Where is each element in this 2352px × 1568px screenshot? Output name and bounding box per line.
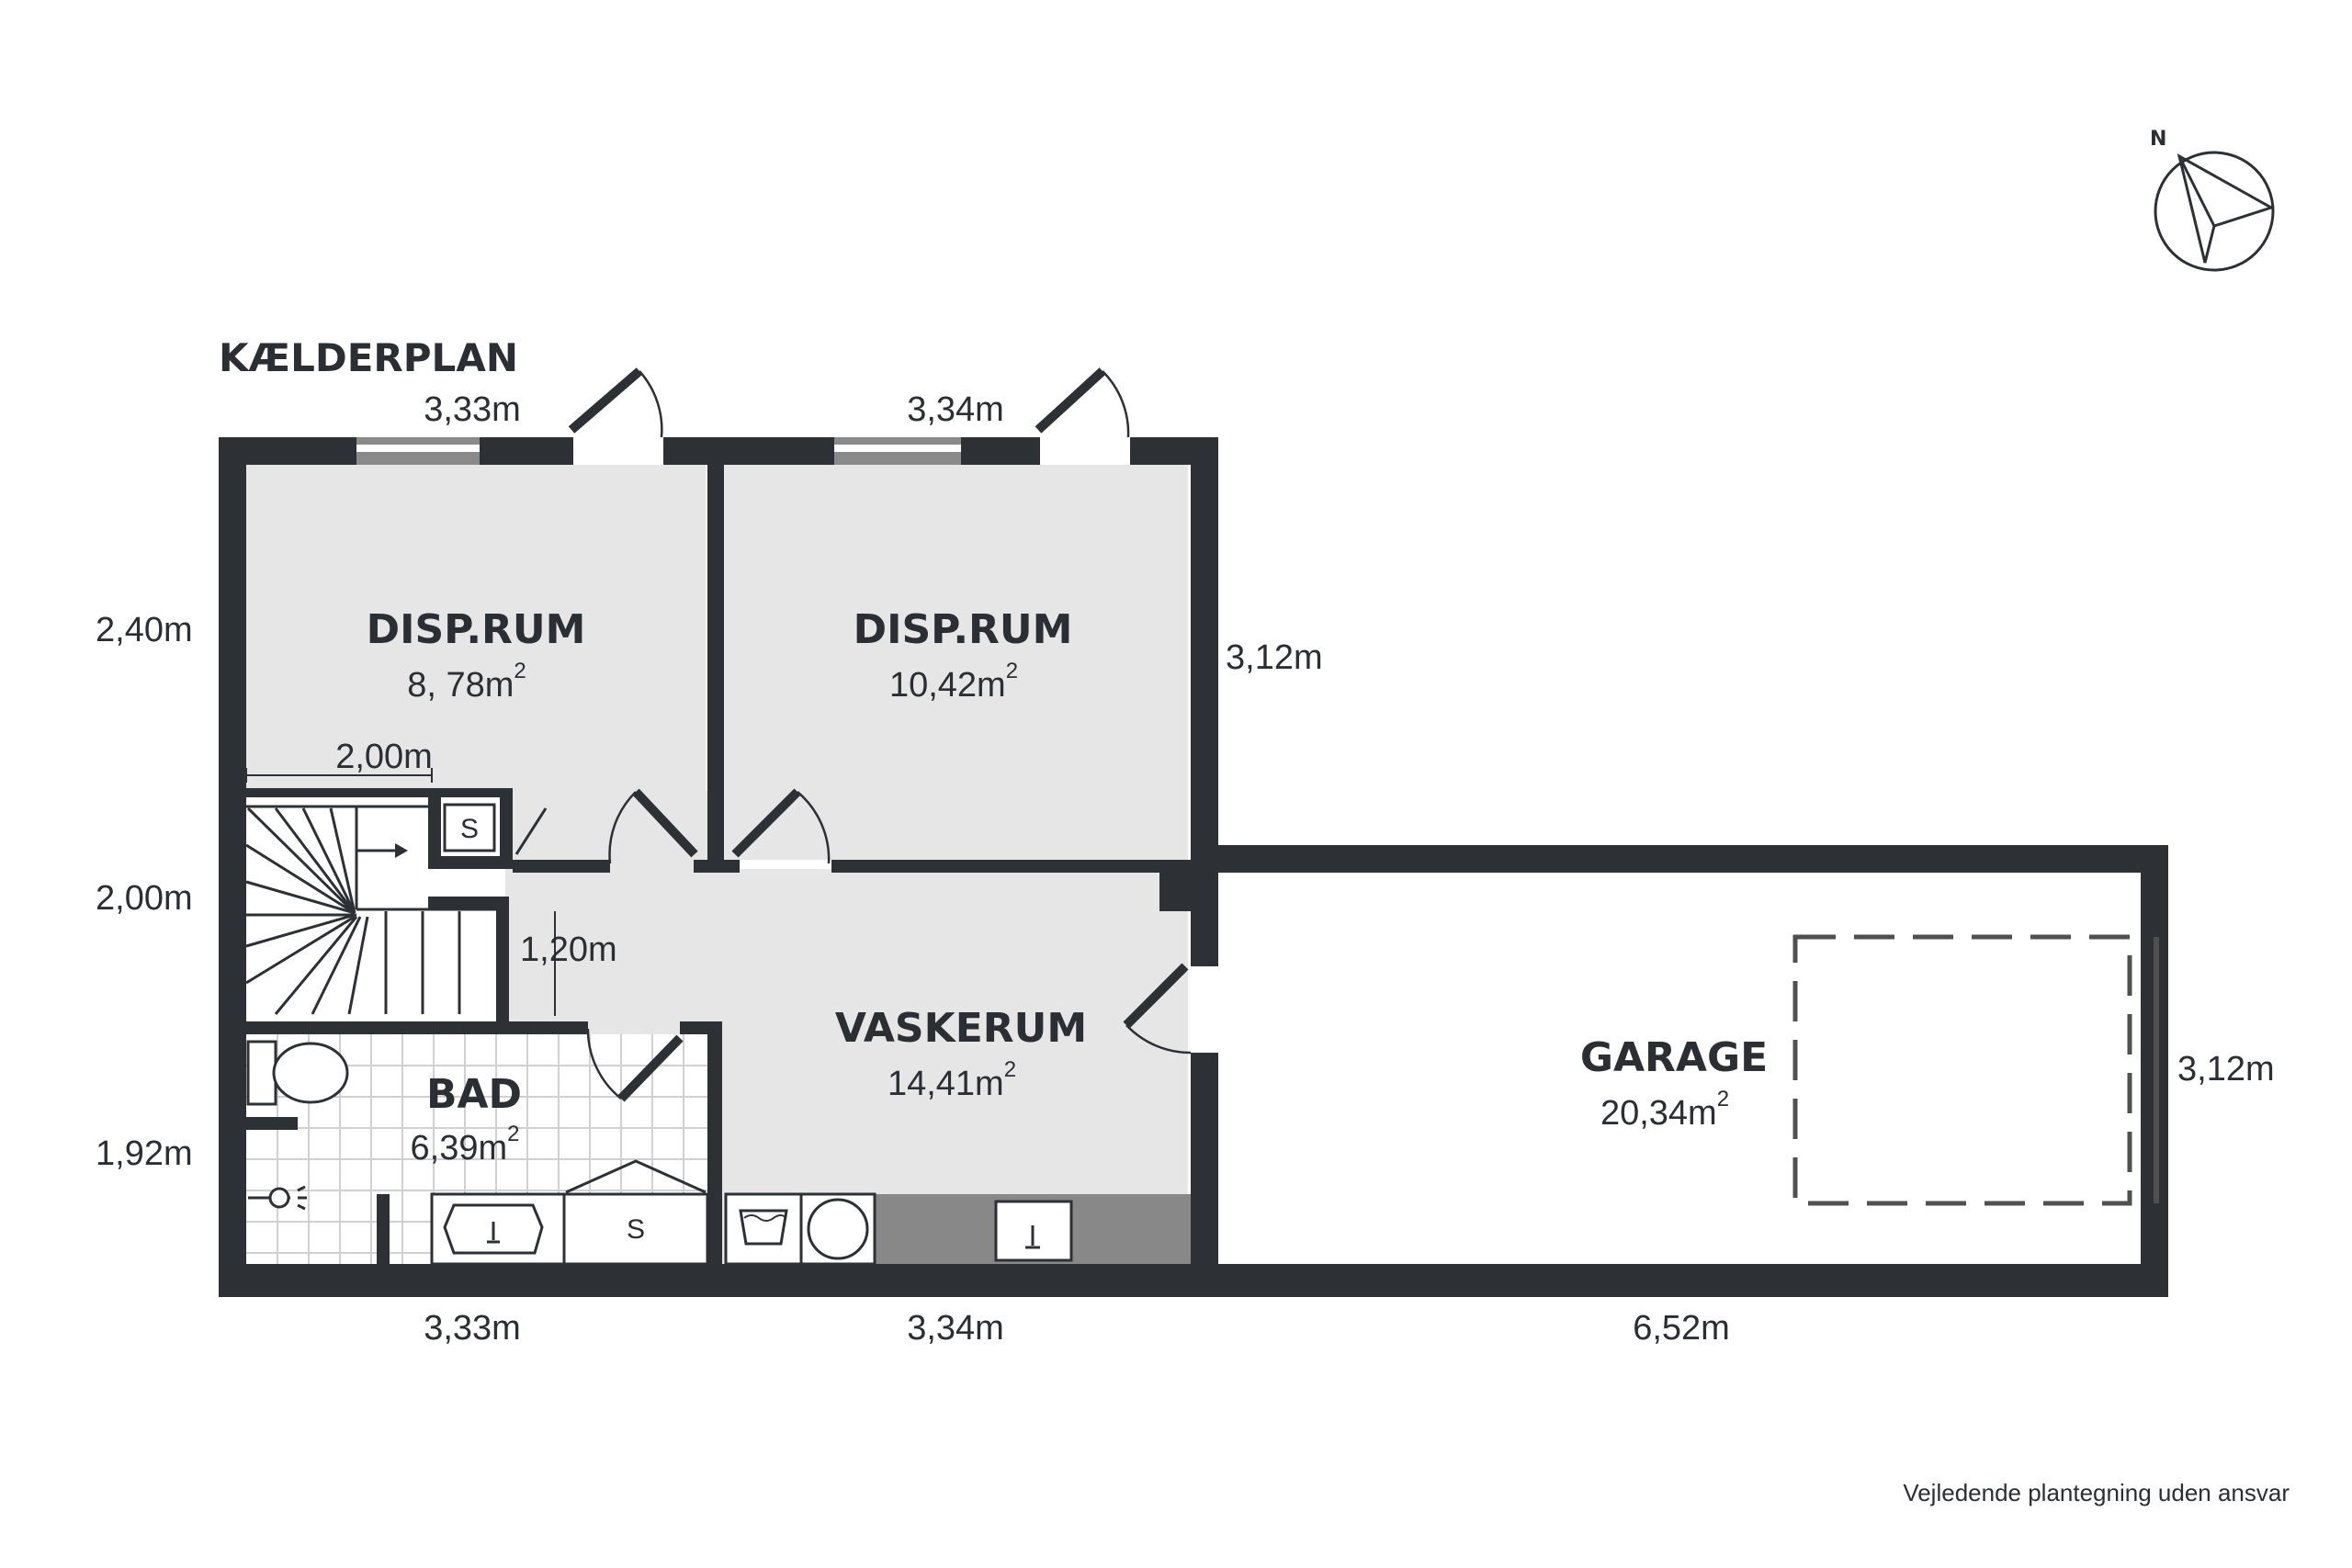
plan-title: KÆLDERPLAN	[219, 335, 518, 380]
room-disp-rum-1-name: DISP.RUM	[367, 606, 586, 653]
dim-left-top: 2,40m	[96, 611, 193, 649]
dryer-drum-icon	[807, 1198, 869, 1260]
wall-top-3	[663, 437, 834, 465]
door-disp1-hall-arc	[608, 791, 637, 864]
wall-disp2-bottom-1	[694, 860, 740, 873]
door-disp2-top	[1035, 367, 1106, 434]
room-disp-rum-1-area-sup: 2	[514, 659, 526, 683]
dim-bottom-left: 3,33m	[424, 1309, 521, 1348]
wall-bad-stub-2	[377, 1194, 390, 1264]
dim-bottom-right: 6,52m	[1633, 1309, 1730, 1348]
room-garage-name: GARAGE	[1580, 1034, 1768, 1081]
bad-cabinet-s-label: S	[627, 1214, 645, 1245]
room-garage-area: 20,34m2	[1600, 1087, 1729, 1133]
wall-between-disp	[707, 465, 724, 869]
room-disp-rum-1-area-value: 8, 78m	[407, 666, 514, 705]
dim-stair-depth: 1,20m	[520, 931, 617, 969]
dim-left-mid: 2,00m	[96, 879, 193, 918]
wall-cabinet-bottom	[428, 856, 513, 869]
compass-north-label: N	[2150, 128, 2166, 151]
wall-cabinet-right	[500, 795, 513, 869]
wall-pillar	[1159, 869, 1191, 911]
door-disp1-top-arc	[639, 370, 663, 438]
wall-bad-stub-1	[246, 1117, 298, 1130]
floor-disp-rum-1	[246, 465, 706, 791]
room-bad-area-sup: 2	[507, 1122, 519, 1146]
room-disp-rum-2-area-sup: 2	[1006, 659, 1018, 683]
stair-dimension-lines	[245, 768, 556, 1016]
dim-right-disp: 3,12m	[1226, 638, 1323, 677]
window-1-glass	[356, 445, 480, 452]
room-disp-rum-1-area: 8, 78m2	[407, 659, 526, 705]
toilet-tank	[246, 1040, 277, 1106]
dim-stair-width: 2,00m	[335, 738, 433, 776]
wall-top-4	[961, 437, 1040, 465]
door-disp2-hall	[731, 788, 801, 858]
wall-garage-top	[1218, 845, 2168, 873]
window-2-glass	[834, 445, 961, 452]
room-garage-area-value: 20,34m	[1600, 1094, 1717, 1133]
laundry-fixtures	[724, 1192, 1191, 1266]
dim-top-left: 3,33m	[424, 390, 521, 429]
wall-top-2	[480, 437, 573, 465]
room-disp-rum-2-area-value: 10,42m	[889, 666, 1006, 705]
washer	[724, 1192, 803, 1266]
door-cabinet	[514, 807, 548, 855]
room-vaskerum-area-sup: 2	[1004, 1057, 1016, 1082]
room-disp-rum-2-name: DISP.RUM	[854, 606, 1073, 653]
bathroom-fixtures: S	[246, 1040, 709, 1266]
toilet-bowl	[272, 1042, 349, 1104]
room-vaskerum-name: VASKERUM	[835, 1005, 1087, 1052]
room-vaskerum-area: 14,41m2	[888, 1057, 1016, 1103]
room-disp-rum-2-area: 10,42m2	[889, 659, 1018, 705]
door-bad-arc	[586, 1028, 622, 1100]
room-bad-area-value: 6,39m	[411, 1129, 508, 1168]
cabinet-s-label: S	[460, 814, 479, 844]
door-vask-garage-arc	[1125, 1024, 1192, 1055]
dim-left-bottom: 1,92m	[96, 1134, 193, 1173]
wall-disp1-bottom	[246, 788, 513, 797]
door-bad	[617, 1034, 684, 1102]
room-vaskerum-area-value: 14,41m	[888, 1065, 1004, 1103]
wall-cabinet-left	[428, 795, 441, 869]
door-vask-garage	[1123, 963, 1189, 1029]
door-disp2-top-arc	[1102, 370, 1130, 438]
door-disp1-hall	[632, 788, 698, 858]
dim-bottom-mid: 3,34m	[907, 1309, 1004, 1348]
wall-stair-mid	[428, 897, 509, 909]
disclaimer-text: Vejledende plantegning uden ansvar	[1903, 1479, 2290, 1506]
cabinet-s-box	[443, 803, 496, 852]
room-bad-name: BAD	[426, 1071, 522, 1118]
room-garage-area-sup: 2	[1717, 1087, 1729, 1111]
wall-stair-right	[496, 897, 509, 1021]
wash-tub-icon	[739, 1209, 788, 1246]
door-disp1-top	[568, 367, 643, 434]
wall-left	[219, 437, 246, 1297]
staircase	[245, 805, 496, 1015]
wall-right-vask	[1191, 1053, 1218, 1297]
compass-icon: N	[2150, 128, 2275, 272]
shower-icon	[248, 1185, 307, 1211]
door-disp2-hall-arc	[797, 791, 831, 864]
room-bad-area: 6,39m2	[411, 1122, 520, 1168]
dim-top-right: 3,34m	[907, 390, 1004, 429]
garage-car-outline	[1792, 934, 2159, 1206]
wall-bad-right	[707, 1021, 722, 1264]
wall-hall-1	[513, 860, 610, 873]
wall-right-disp	[1191, 437, 1218, 966]
wall-bad-top	[246, 1021, 588, 1034]
dim-right-garage: 3,12m	[2177, 1050, 2275, 1089]
wall-disp2-bottom-2	[831, 860, 1191, 873]
doors	[514, 367, 1192, 1102]
walls	[219, 437, 2168, 1297]
